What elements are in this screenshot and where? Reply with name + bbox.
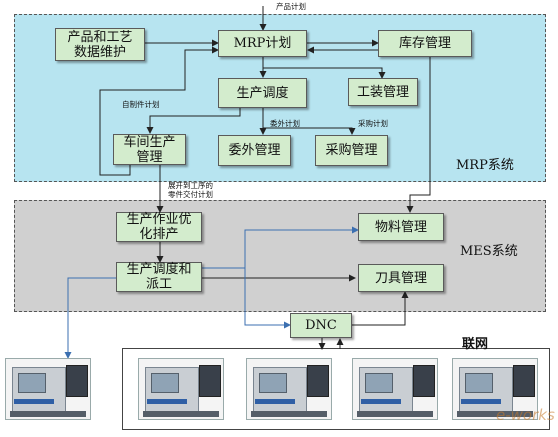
purchasing-box: 采购管理 xyxy=(315,135,388,166)
material-mgmt-box: 物料管理 xyxy=(358,213,444,241)
mrp-system-label: MRP系统 xyxy=(456,158,514,173)
watermark-logo: e-works xyxy=(496,406,555,424)
network-frame xyxy=(122,348,550,430)
tooling-box: 工装管理 xyxy=(348,78,418,106)
dispatch-assign-box: 生产调度和 派工 xyxy=(116,262,202,292)
dispatch-to-material-arrow xyxy=(200,226,359,269)
cnc-machine-image xyxy=(138,358,224,420)
product-maintenance-box: 产品和工艺 数据维护 xyxy=(55,28,145,61)
job-optimize-box: 生产作业优 化排产 xyxy=(116,212,202,242)
dispatch-to-machine-arrow xyxy=(64,277,120,359)
tool-mgmt-box: 刀具管理 xyxy=(358,264,444,292)
dispatch-to-workshop-arrow xyxy=(146,108,241,134)
workshop-feedback-arrow xyxy=(99,46,219,176)
production-dispatch-box: 生产调度 xyxy=(218,78,307,108)
dispatch-to-purchasing-arrow xyxy=(263,127,356,135)
cnc-machine-image xyxy=(246,358,332,420)
outsourcing-box: 委外管理 xyxy=(218,135,291,166)
inventory-to-material-arrow xyxy=(406,57,431,213)
mrp-to-tooling-arrow xyxy=(263,67,386,79)
self-made-plan-label: 自制件计划 xyxy=(122,100,160,109)
product-plan-label: 产品计划 xyxy=(276,2,306,11)
cnc-machine-image xyxy=(5,358,91,420)
network-label: 联网 xyxy=(462,337,489,352)
workshop-mgmt-box: 车间生产 管理 xyxy=(113,134,186,165)
expand-plan-label: 展开到工序的 零件交付计划 xyxy=(168,181,213,199)
inventory-box: 库存管理 xyxy=(378,30,472,57)
mes-system-panel xyxy=(14,200,546,312)
dispatch-to-dnc-arrow xyxy=(244,268,291,329)
purchase-plan-label: 采购计划 xyxy=(358,119,388,128)
dnc-to-tool-arrow xyxy=(352,291,409,326)
mes-system-label: MES系统 xyxy=(460,244,518,259)
mrp-plan-box: MRP计划 xyxy=(218,30,307,57)
cnc-machine-image xyxy=(352,358,438,420)
cnc-machine-image xyxy=(452,358,538,420)
dnc-box: DNC xyxy=(290,313,352,338)
outsource-plan-label: 委外计划 xyxy=(270,119,300,128)
